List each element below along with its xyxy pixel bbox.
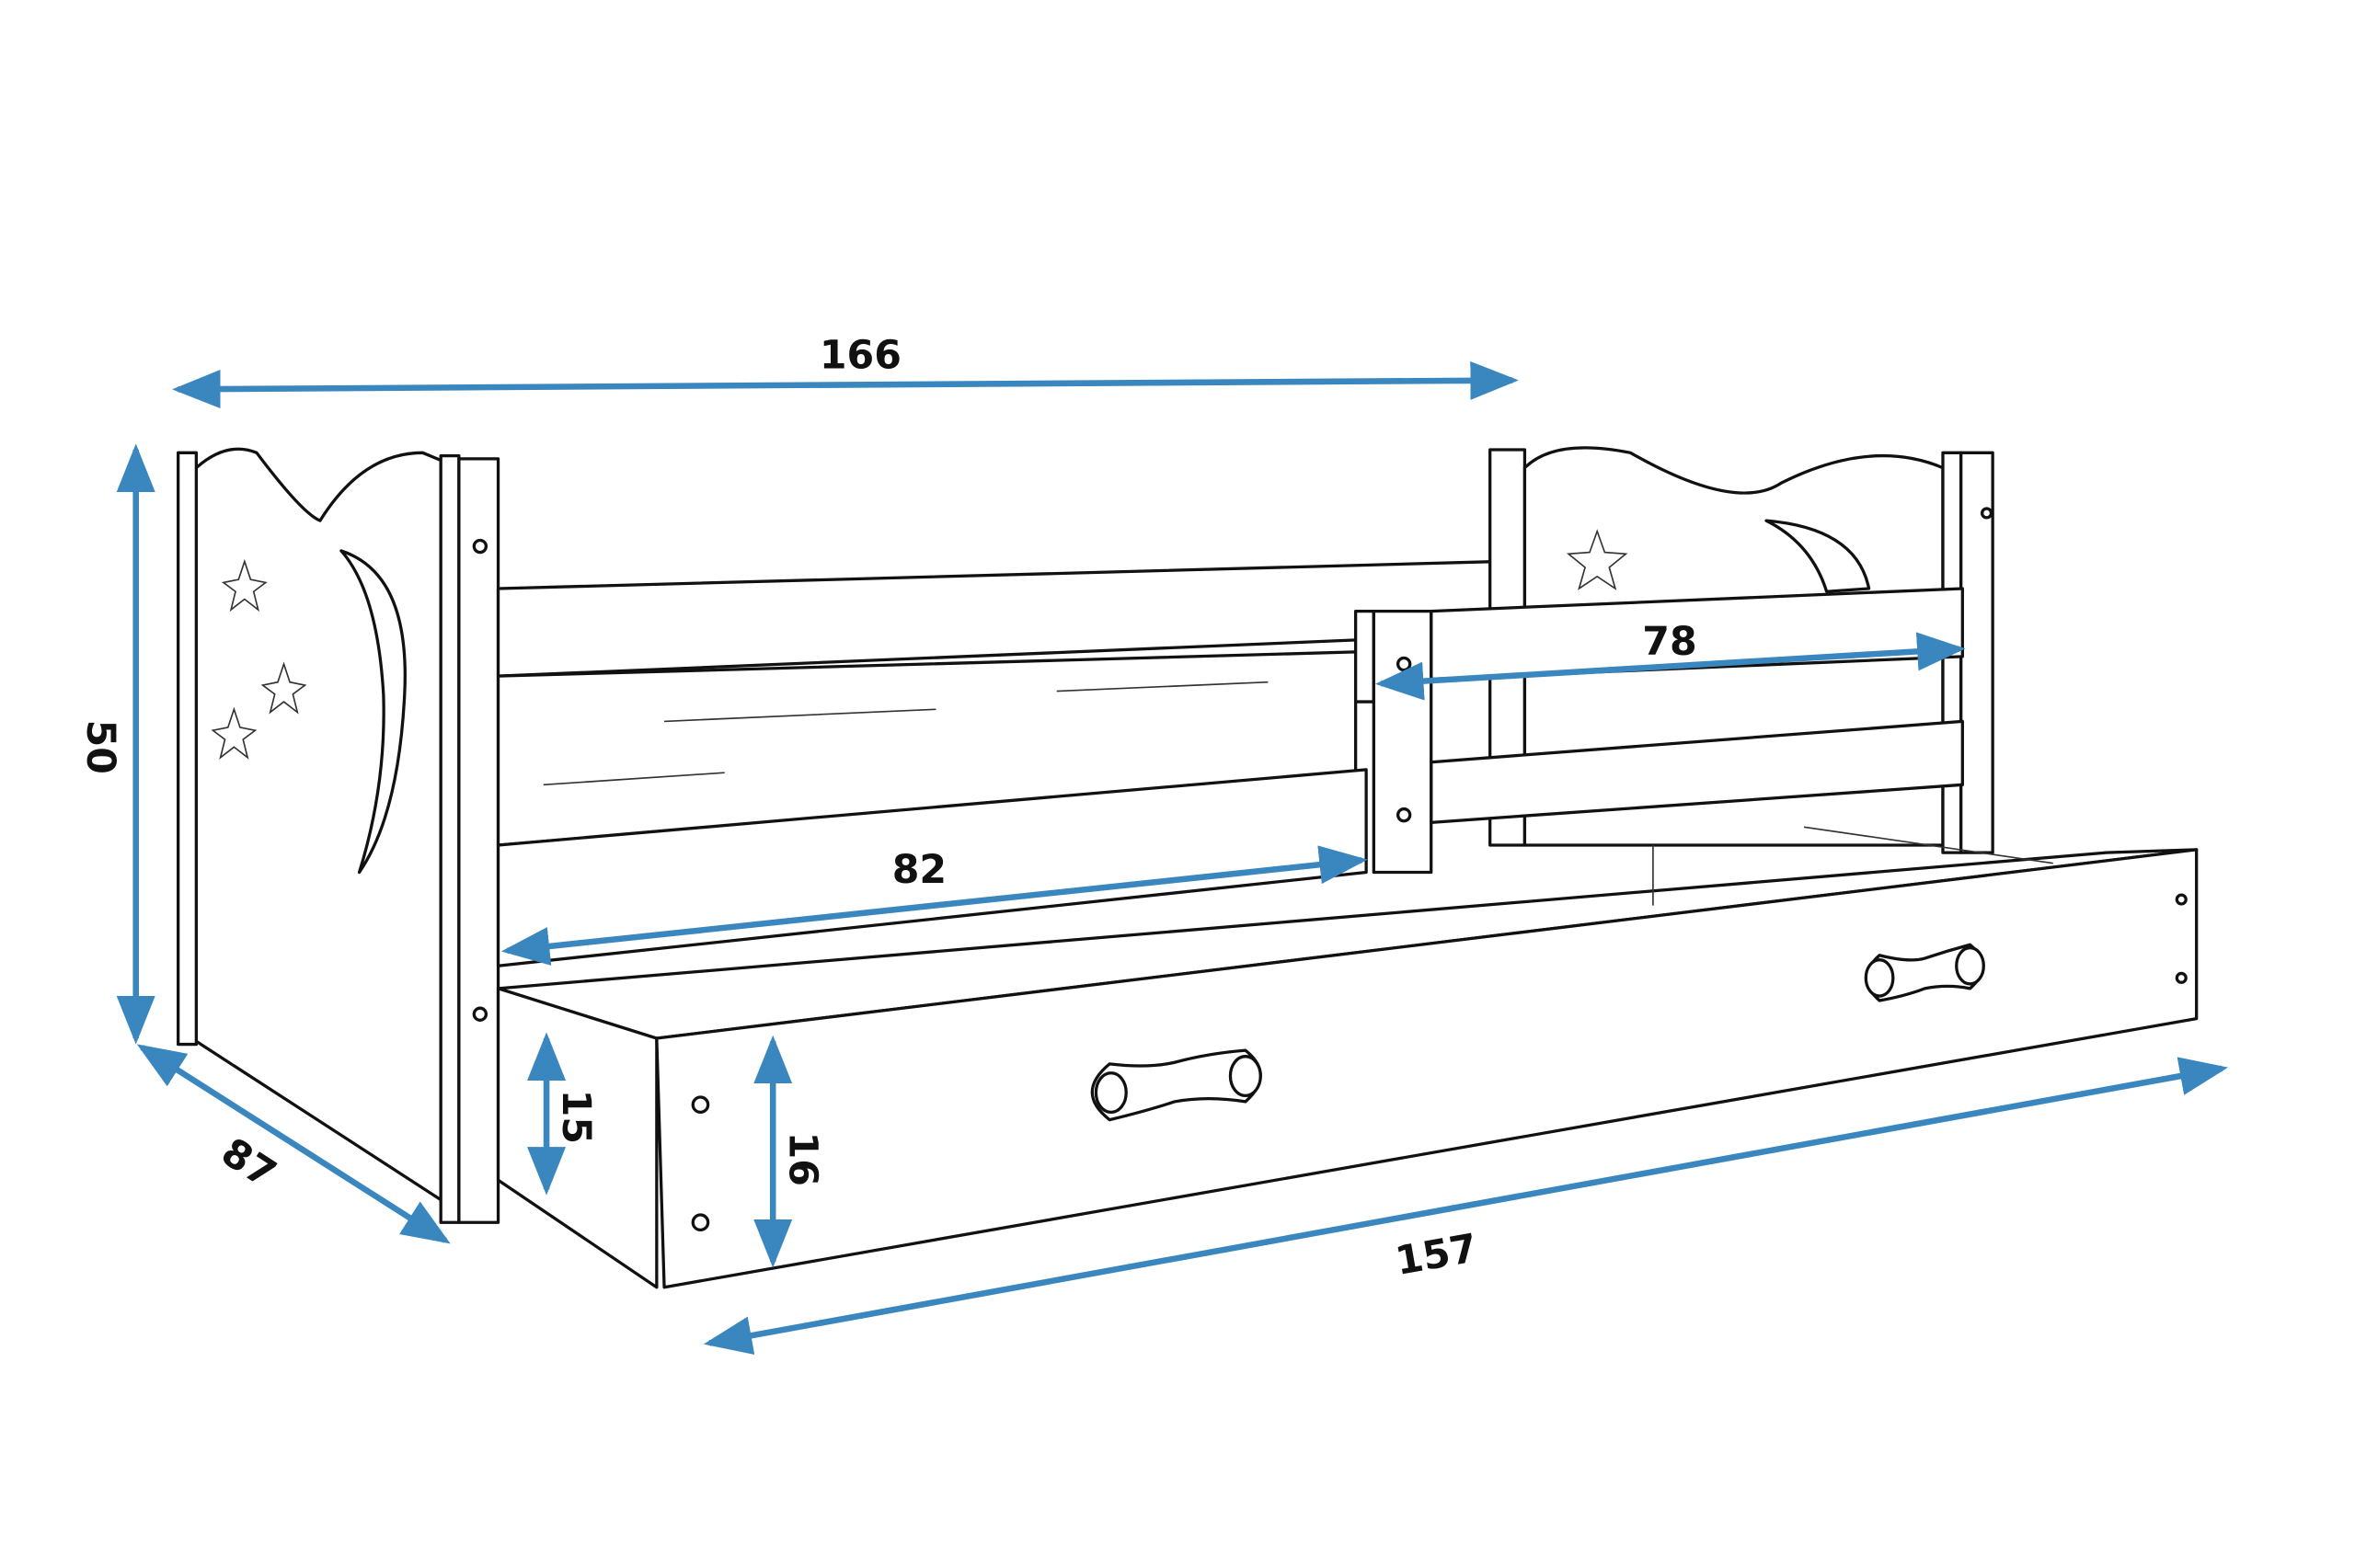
drawer-length-arrow: [703, 1057, 2229, 1355]
left-headboard: [177, 447, 500, 1224]
back-rail: [496, 559, 1504, 847]
drawer-length-label: 157: [1392, 1225, 1480, 1285]
dimension-arrows: [116, 361, 2229, 1355]
drawer-clearance-label: 15: [553, 1090, 599, 1144]
total-length-arrow: [172, 361, 1519, 409]
opening-length-arrow: [500, 845, 1368, 966]
opening-length-label: 82: [892, 847, 947, 893]
depth-label: 87: [213, 1129, 284, 1197]
drawer-handle: [1864, 943, 1985, 1002]
drawer-height-label: 16: [779, 1132, 825, 1186]
barrier-length-label: 78: [1642, 619, 1696, 665]
dimension-labels: 166 50 87 78 82 15 16 157: [77, 332, 1696, 1285]
barrier-length-arrow: [1374, 632, 1966, 701]
height-label: 50: [77, 720, 123, 774]
depth-arrow: [136, 1044, 451, 1244]
total-length-label: 166: [820, 332, 902, 378]
bed-drawing: [177, 446, 2199, 1289]
